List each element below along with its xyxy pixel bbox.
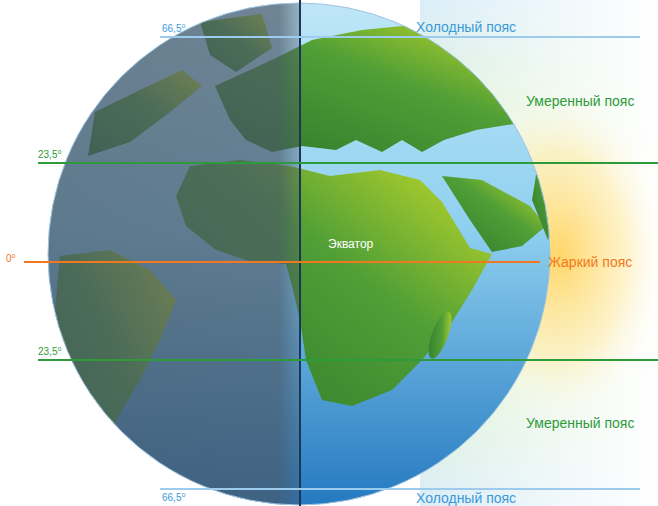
equator-label: Экватор — [328, 238, 373, 250]
zone-name: Умеренный пояс — [526, 94, 634, 108]
latitude-mark: 0⁰ — [6, 254, 16, 264]
latitude-mark: 66,5⁰ — [162, 24, 185, 34]
zone-name: Холодный пояс — [416, 491, 516, 505]
latitude-mark: 66,5⁰ — [162, 493, 185, 503]
zone-name: Жаркий пояс — [548, 255, 632, 269]
zone-name: Холодный пояс — [416, 20, 516, 34]
latitude-mark: 23,5⁰ — [38, 347, 61, 357]
zone-name: Умеренный пояс — [526, 416, 634, 430]
latitude-mark: 23,5⁰ — [38, 150, 61, 160]
